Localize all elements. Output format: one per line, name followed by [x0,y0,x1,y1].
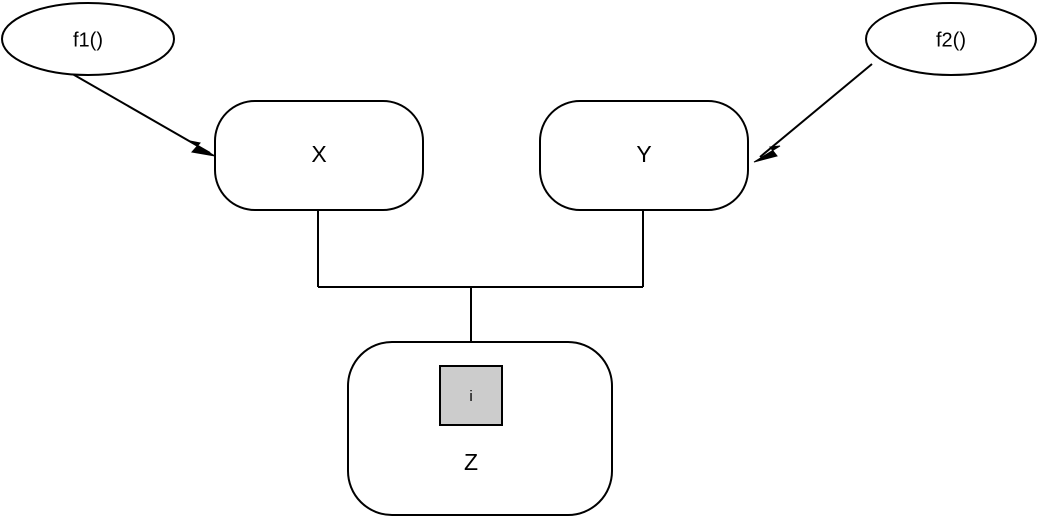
node-f2[interactable]: f2() [865,2,1037,76]
state-box-i-label: i [469,388,472,405]
node-z[interactable]: Z [347,341,613,516]
node-z-shape[interactable] [347,341,613,516]
node-y[interactable]: Y [539,100,749,211]
node-x[interactable]: X [214,100,424,211]
node-x-shape[interactable] [214,100,424,211]
edge-f2-to-y-arrowhead [753,145,781,163]
node-z-label: Z [464,449,478,475]
node-y-label: Y [636,141,651,167]
state-box-i[interactable]: i [439,365,503,426]
node-f1[interactable]: f1() [1,2,175,76]
state-box-i-shape[interactable] [439,365,503,426]
node-f2-shape[interactable] [865,2,1037,76]
edge-f2-to-y-line [759,63,873,158]
edge-f2-to-y [753,63,873,163]
node-f1-label: f1() [73,29,103,51]
node-f2-label: f2() [936,29,966,51]
node-f1-shape[interactable] [1,2,175,76]
edge-f1-to-x-arrowhead [189,140,216,157]
edge-f1-to-x [68,71,216,157]
node-x-label: X [311,141,326,167]
node-y-shape[interactable] [539,100,749,211]
edge-f1-to-x-line [68,71,211,154]
